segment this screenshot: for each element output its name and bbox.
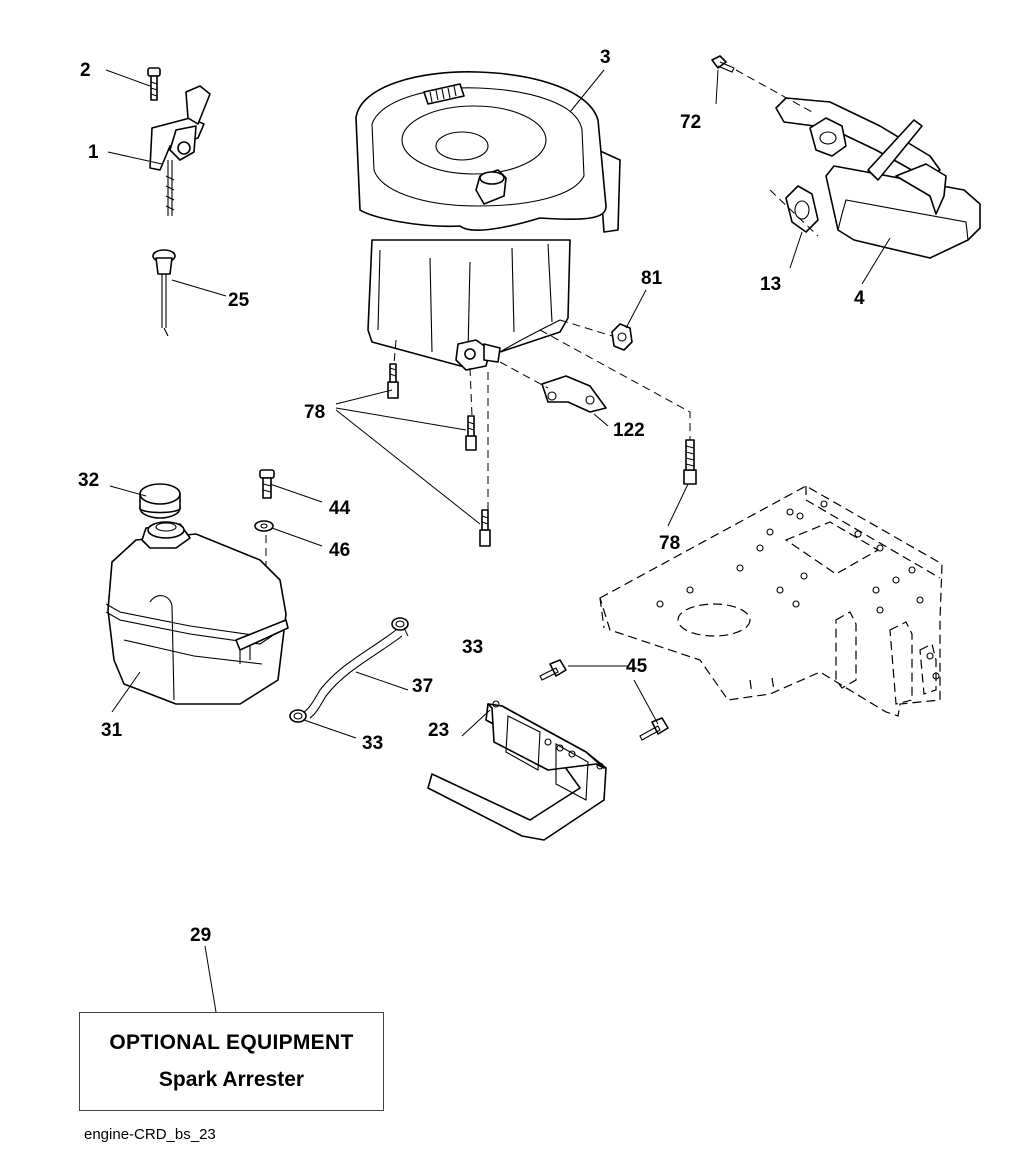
- callout-72: 72: [680, 112, 701, 133]
- bracket-part: [541, 375, 607, 413]
- callout-4: 4: [854, 288, 865, 309]
- hose-clamp-parts: [289, 617, 409, 723]
- fuel-line-part: [303, 629, 403, 719]
- shield-screw-parts: [539, 659, 669, 741]
- throttle-control-part: [149, 85, 211, 216]
- callout-31: 31: [101, 720, 123, 741]
- callout-46: 46: [329, 540, 350, 561]
- washer-part: [254, 520, 274, 532]
- frame-part: [599, 485, 943, 717]
- optional-equipment-title: OPTIONAL EQUIPMENT: [109, 1031, 354, 1054]
- callout-33-bottom: 33: [362, 733, 383, 754]
- tank-screw-part: [259, 469, 275, 499]
- engine-bolt-parts: [387, 363, 697, 547]
- callout-labels: 2 1 3 72 13 4 81 25 78 122 78 32 44 46 3…: [78, 47, 865, 946]
- leader-lines: [105, 69, 891, 1013]
- callout-23: 23: [428, 720, 449, 741]
- muffler-part: [775, 97, 981, 259]
- exhaust-bolt-part: [711, 55, 735, 73]
- fuel-cap-part: [139, 483, 181, 519]
- screw-part: [147, 67, 161, 101]
- heat-shield-part: [427, 700, 607, 841]
- callout-78-left: 78: [304, 402, 325, 423]
- optional-equipment-box: OPTIONAL EQUIPMENT Spark Arrester: [79, 1012, 384, 1111]
- callout-2: 2: [80, 60, 91, 81]
- spark-arrester-label: Spark Arrester: [158, 1068, 305, 1091]
- callout-32: 32: [78, 470, 99, 491]
- callout-44: 44: [329, 498, 351, 519]
- figure-identifier: engine-CRD_bs_23: [84, 1126, 216, 1143]
- callout-122: 122: [613, 420, 645, 441]
- callout-37: 37: [412, 676, 433, 697]
- engine-part: [355, 71, 621, 371]
- callout-81: 81: [641, 268, 663, 289]
- callout-78-right: 78: [659, 533, 680, 554]
- callout-29: 29: [190, 925, 211, 946]
- callout-25: 25: [228, 290, 250, 311]
- callout-1: 1: [88, 142, 99, 163]
- fuel-tank-part: [105, 521, 289, 705]
- assembly-paths: [265, 69, 819, 660]
- gasket-part: [785, 185, 819, 233]
- callout-13: 13: [760, 274, 781, 295]
- callout-33-top: 33: [462, 637, 483, 658]
- dipstick-part: [152, 249, 176, 337]
- callout-3: 3: [600, 47, 611, 68]
- nut-part: [611, 323, 633, 351]
- callout-45: 45: [626, 656, 648, 677]
